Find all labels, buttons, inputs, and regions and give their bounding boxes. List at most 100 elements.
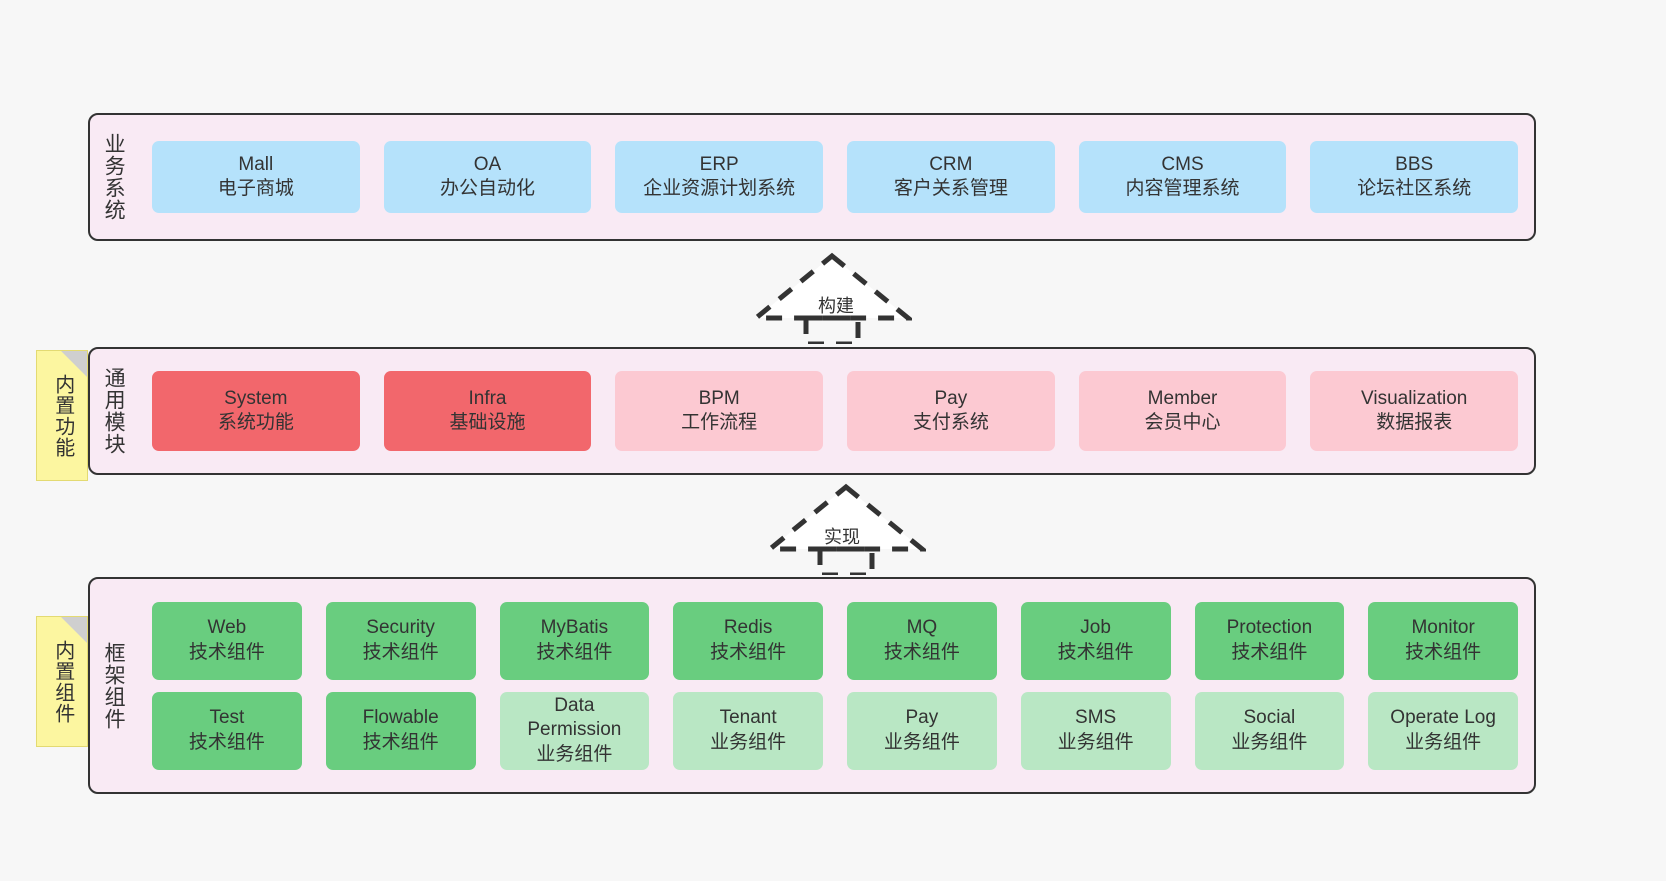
node-sms-desc: 业务组件: [1057, 731, 1134, 753]
node-pay-module-name: Pay: [934, 387, 968, 409]
node-pay-module-desc: 支付系统: [912, 412, 989, 433]
node-crm[interactable]: CRM 客户关系管理: [847, 141, 1055, 213]
node-test[interactable]: Test 技术组件: [152, 691, 302, 770]
node-visualization-desc: 数据报表: [1376, 412, 1453, 433]
node-redis[interactable]: Redis 技术组件: [673, 601, 823, 680]
note-builtin-functions: 内置功能: [36, 350, 88, 481]
connector-implement-label: 实现: [824, 527, 860, 547]
node-security-name: Security: [366, 617, 435, 639]
node-data-permission-desc: 业务组件: [536, 743, 613, 765]
node-operate-log-desc: 业务组件: [1405, 731, 1482, 753]
layer-title-common-modules: 通用模块: [102, 367, 126, 455]
node-protection-desc: 技术组件: [1231, 641, 1308, 663]
layer-common-modules: 通用模块 System 系统功能 Infra 基础设施 BPM 工作流程 Pay: [88, 347, 1536, 475]
node-mq[interactable]: MQ 技术组件: [847, 601, 997, 680]
node-crm-name: CRM: [929, 153, 973, 175]
node-visualization-name: Visualization: [1361, 387, 1468, 409]
layer-body-common-modules: System 系统功能 Infra 基础设施 BPM 工作流程 Pay 支付系统…: [136, 349, 1534, 473]
node-operate-log-name: Operate Log: [1390, 707, 1496, 729]
node-job[interactable]: Job 技术组件: [1020, 601, 1171, 680]
node-mybatis-desc: 技术组件: [536, 641, 613, 663]
connector-build-label: 构建: [818, 296, 854, 316]
node-erp[interactable]: ERP 企业资源计划系统: [615, 141, 824, 213]
node-bbs[interactable]: BBS 论坛社区系统: [1310, 141, 1519, 213]
node-system-desc: 系统功能: [217, 412, 294, 433]
node-social-name: Social: [1243, 707, 1296, 729]
node-redis-name: Redis: [723, 617, 773, 639]
layer-title-business-systems: 业务系统: [102, 133, 126, 221]
node-mall-name: Mall: [238, 153, 274, 175]
node-web[interactable]: Web 技术组件: [152, 601, 302, 680]
node-job-name: Job: [1080, 617, 1111, 639]
layer-framework-components: 框架组件 Web 技术组件 Security 技术组件 MyBatis 技术组件…: [88, 577, 1536, 794]
node-data-permission-name: Data Permission: [527, 695, 622, 741]
node-test-desc: 技术组件: [188, 731, 265, 753]
node-job-desc: 技术组件: [1057, 641, 1134, 663]
node-mybatis[interactable]: MyBatis 技术组件: [499, 601, 650, 680]
node-infra-name: Infra: [468, 387, 507, 409]
node-bbs-desc: 论坛社区系统: [1357, 178, 1472, 199]
node-monitor-desc: 技术组件: [1405, 641, 1482, 663]
node-mybatis-name: MyBatis: [540, 617, 609, 639]
node-protection[interactable]: Protection 技术组件: [1194, 601, 1345, 680]
node-cms[interactable]: CMS 内容管理系统: [1078, 141, 1287, 213]
node-tenant-desc: 业务组件: [710, 731, 787, 753]
node-flowable-desc: 技术组件: [362, 731, 439, 753]
node-pay-component-name: Pay: [905, 707, 939, 729]
node-oa-desc: 办公自动化: [440, 178, 536, 199]
node-system[interactable]: System 系统功能: [152, 371, 360, 451]
node-monitor-name: Monitor: [1411, 617, 1475, 639]
node-cms-desc: 内容管理系统: [1125, 178, 1240, 199]
node-visualization[interactable]: Visualization 数据报表: [1310, 371, 1519, 451]
node-mq-desc: 技术组件: [883, 641, 960, 663]
node-sms[interactable]: SMS 业务组件: [1020, 691, 1171, 770]
node-mq-name: MQ: [906, 617, 938, 639]
node-bbs-name: BBS: [1395, 153, 1434, 175]
common-modules-row: System 系统功能 Infra 基础设施 BPM 工作流程 Pay 支付系统…: [152, 371, 1519, 451]
layer-body-framework-components: Web 技术组件 Security 技术组件 MyBatis 技术组件 Redi…: [136, 579, 1534, 792]
node-cms-name: CMS: [1161, 153, 1204, 175]
node-erp-desc: 企业资源计划系统: [643, 178, 796, 199]
node-social[interactable]: Social 业务组件: [1194, 691, 1345, 770]
node-flowable-name: Flowable: [362, 707, 439, 729]
note-fold-corner-icon: [61, 351, 87, 377]
node-member-name: Member: [1147, 387, 1218, 409]
node-bpm-desc: 工作流程: [681, 412, 758, 433]
node-monitor[interactable]: Monitor 技术组件: [1368, 601, 1518, 680]
business-systems-row: Mall 电子商城 OA 办公自动化 ERP 企业资源计划系统 CRM 客户关系…: [152, 141, 1519, 213]
framework-components-row-2: Test 技术组件 Flowable 技术组件 Data Permission …: [152, 691, 1518, 770]
node-protection-name: Protection: [1226, 617, 1313, 639]
node-operate-log[interactable]: Operate Log 业务组件: [1368, 691, 1518, 770]
node-web-desc: 技术组件: [188, 641, 265, 663]
node-pay-module[interactable]: Pay 支付系统: [847, 371, 1055, 451]
node-infra[interactable]: Infra 基础设施: [383, 371, 592, 451]
layer-body-business-systems: Mall 电子商城 OA 办公自动化 ERP 企业资源计划系统 CRM 客户关系…: [136, 115, 1534, 239]
node-data-permission[interactable]: Data Permission 业务组件: [499, 691, 650, 770]
node-security-desc: 技术组件: [362, 641, 439, 663]
node-security[interactable]: Security 技术组件: [325, 601, 476, 680]
note-builtin-functions-label: 内置功能: [51, 373, 74, 458]
node-social-desc: 业务组件: [1231, 731, 1308, 753]
node-bpm[interactable]: BPM 工作流程: [615, 371, 824, 451]
node-oa[interactable]: OA 办公自动化: [383, 141, 592, 213]
node-mall[interactable]: Mall 电子商城: [152, 141, 360, 213]
node-pay-component[interactable]: Pay 业务组件: [847, 691, 997, 770]
node-flowable[interactable]: Flowable 技术组件: [325, 691, 476, 770]
note-builtin-components-label: 内置组件: [51, 639, 74, 724]
node-bpm-name: BPM: [698, 387, 740, 409]
layer-title-framework-components: 框架组件: [102, 641, 126, 730]
framework-components-row-1: Web 技术组件 Security 技术组件 MyBatis 技术组件 Redi…: [152, 601, 1518, 680]
node-member[interactable]: Member 会员中心: [1078, 371, 1287, 451]
node-erp-name: ERP: [699, 153, 739, 175]
note-fold-corner-icon: [61, 617, 87, 643]
node-member-desc: 会员中心: [1144, 412, 1221, 433]
node-tenant[interactable]: Tenant 业务组件: [673, 691, 823, 770]
layer-business-systems: 业务系统 Mall 电子商城 OA 办公自动化 ERP 企业资源计划系统 CRM: [88, 113, 1536, 241]
note-builtin-components: 内置组件: [36, 616, 88, 747]
node-web-name: Web: [207, 617, 247, 639]
node-mall-desc: 电子商城: [217, 178, 294, 199]
node-crm-desc: 客户关系管理: [893, 178, 1008, 199]
node-sms-name: SMS: [1075, 707, 1117, 729]
node-oa-name: OA: [473, 153, 502, 175]
